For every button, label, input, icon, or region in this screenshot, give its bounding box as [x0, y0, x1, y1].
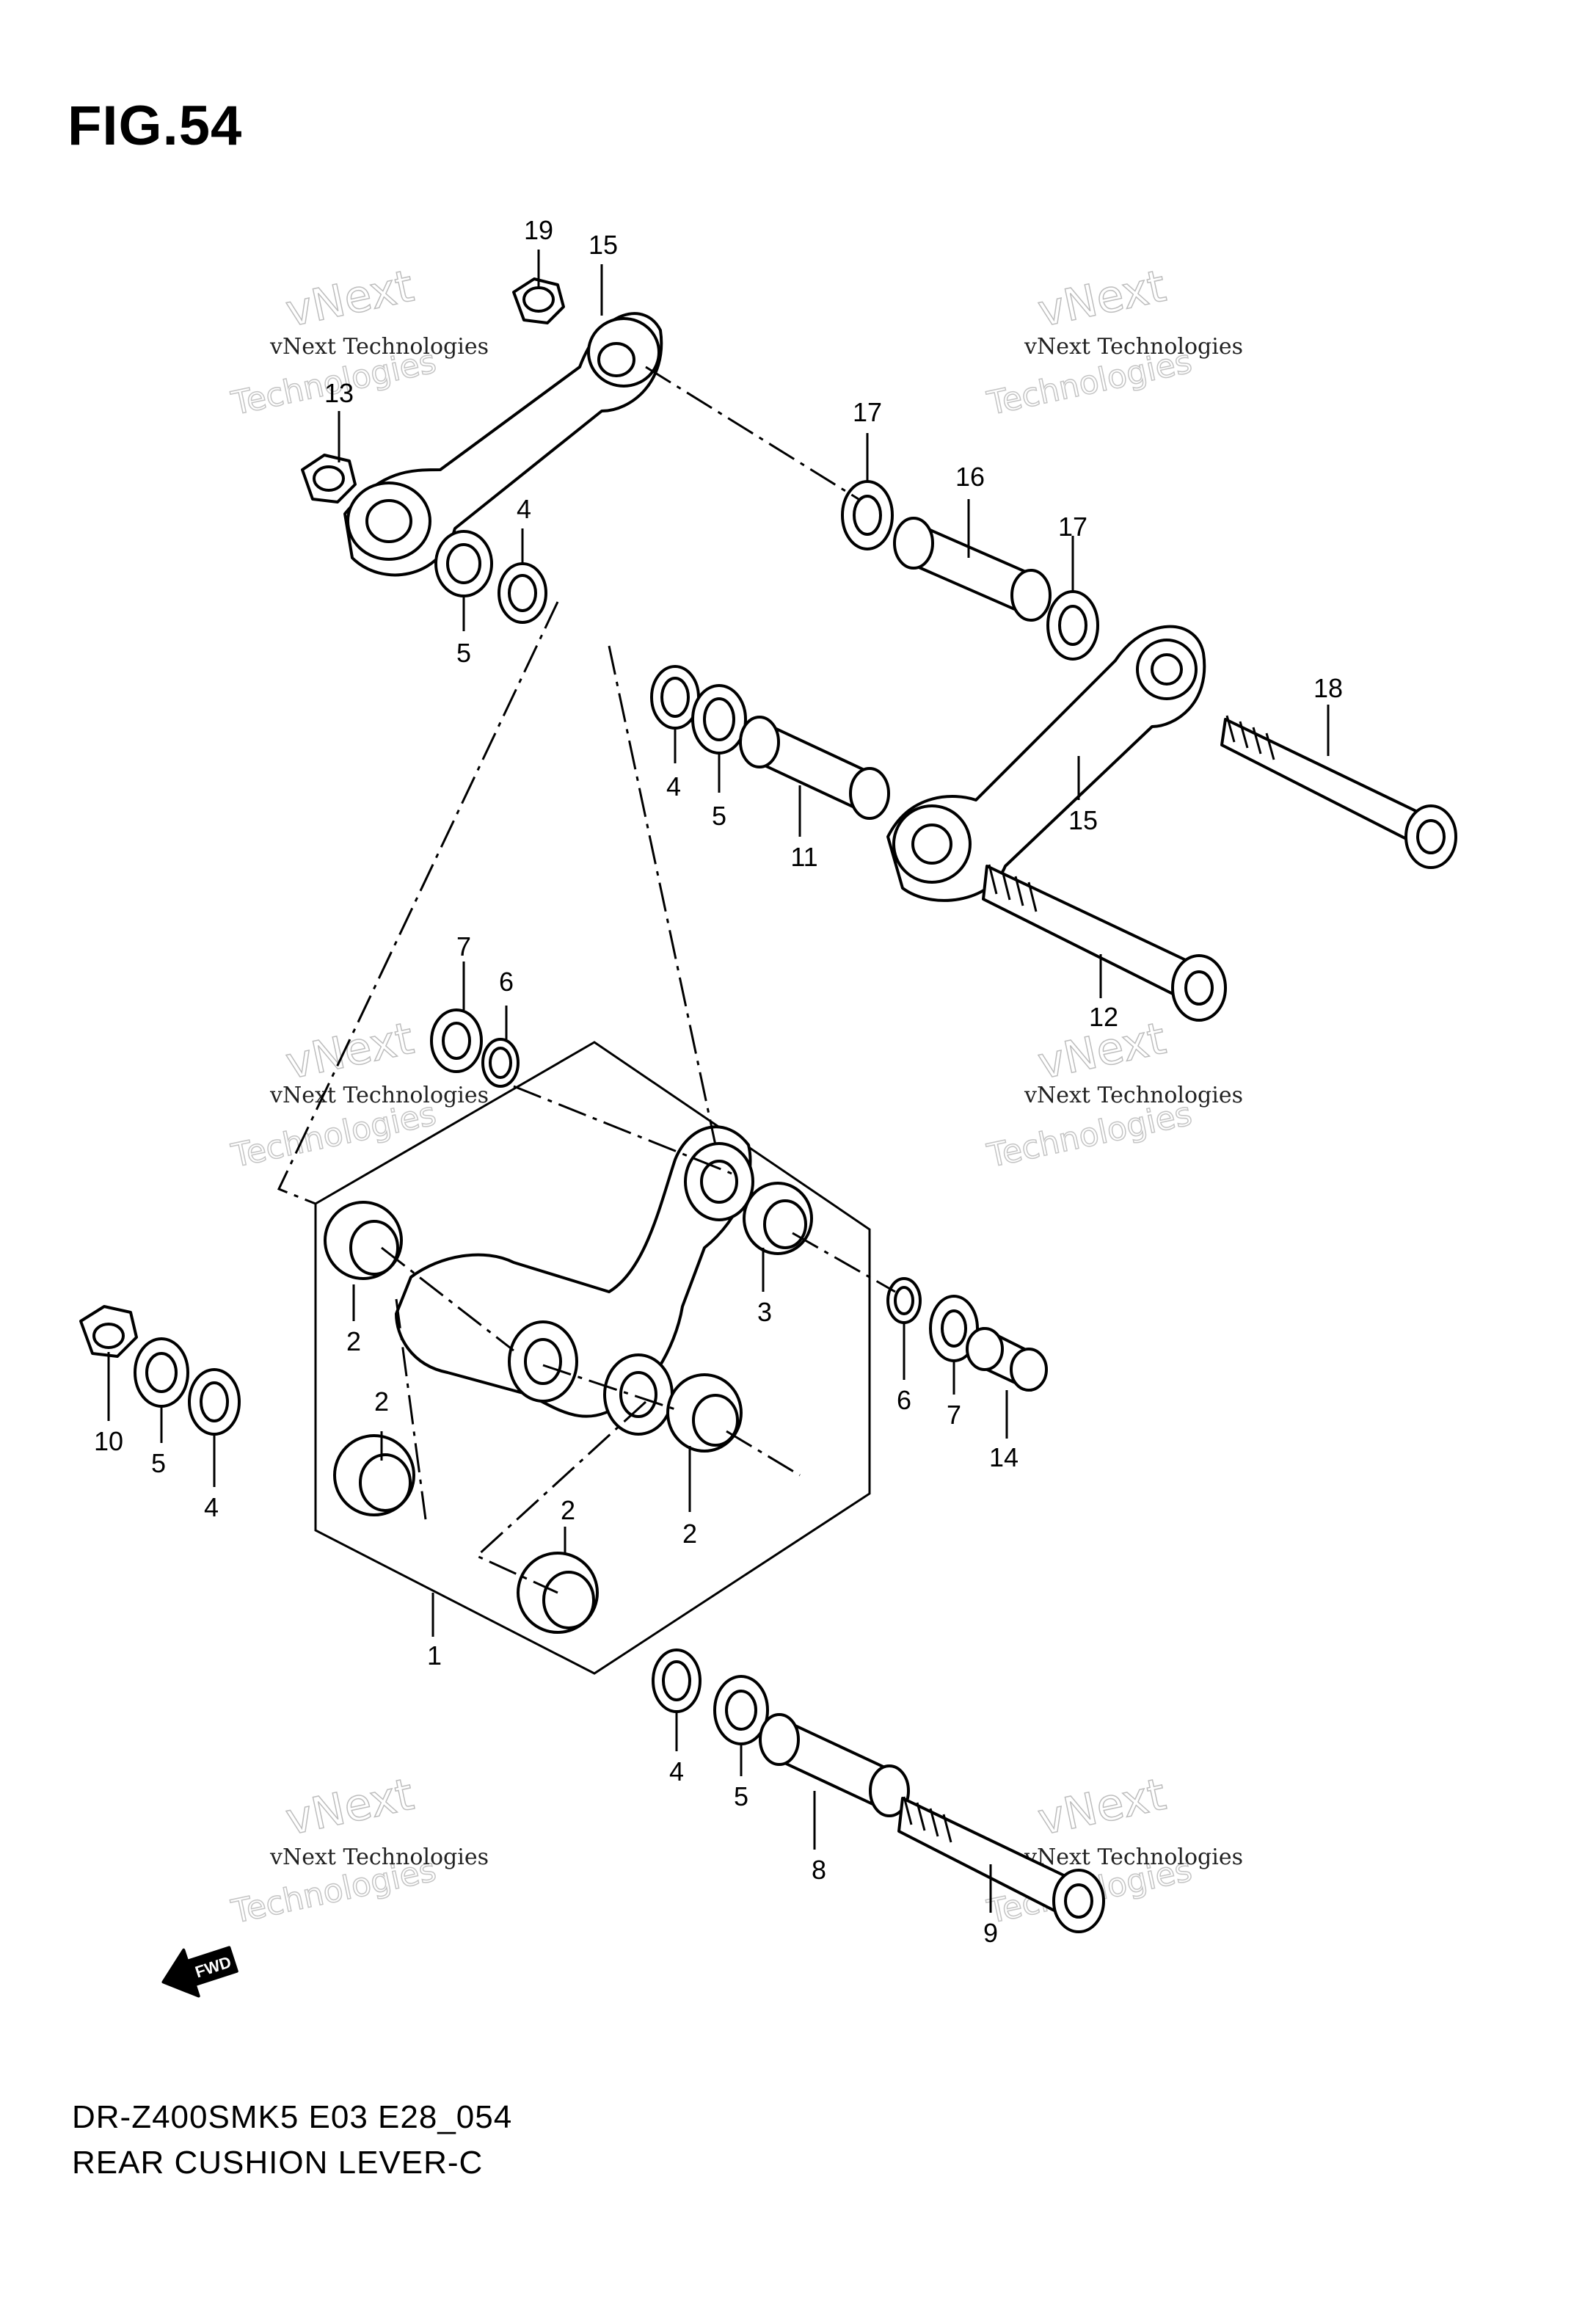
svg-text:vNext: vNext: [282, 261, 418, 338]
watermark-bottom-right: vNext Technologies vNext Technologies: [983, 1768, 1243, 1932]
callout-8: 8: [812, 1855, 826, 1885]
callout-9: 9: [983, 1918, 998, 1948]
callout-2-lower-left: 2: [374, 1386, 389, 1417]
washer-5-mid: [691, 684, 747, 755]
leader-lines: [107, 250, 1330, 1913]
nut-10: [79, 1305, 138, 1358]
link-arm-15-upper: [343, 312, 663, 577]
callout-4-mid: 4: [666, 771, 681, 801]
callout-4-upper: 4: [517, 494, 531, 524]
watermark-mid-right: vNext Technologies vNext Technologies: [983, 1012, 1243, 1176]
svg-text:vNext Technologies: vNext Technologies: [1024, 1844, 1243, 1870]
washer-17-right: [1046, 590, 1099, 661]
callout-11: 11: [790, 842, 817, 872]
seal-4-lower: [652, 1648, 702, 1713]
callout-1: 1: [427, 1640, 442, 1671]
washer-5-upper: [434, 530, 493, 597]
callout-13: 13: [324, 378, 354, 408]
watermark-bottom-left: vNext Technologies vNext Technologies: [227, 1768, 489, 1932]
watermark-top-right: vNext Technologies vNext Technologies: [983, 260, 1243, 423]
link-arm-15-lower: [886, 625, 1206, 902]
bolt-9: [897, 1796, 1105, 1933]
callout-19: 19: [524, 215, 553, 245]
callout-7-top: 7: [456, 931, 471, 961]
svg-text:vNext Technologies: vNext Technologies: [1024, 1083, 1243, 1108]
nut-19: [512, 277, 565, 324]
watermark-top-left: vNext Technologies vNext Technologies: [227, 260, 489, 423]
callout-3: 3: [757, 1297, 772, 1327]
bearing-2-lower-right: [666, 1373, 743, 1453]
callout-4-left: 4: [204, 1492, 219, 1522]
callout-6-top: 6: [499, 967, 514, 997]
callout-2-upper-left: 2: [346, 1326, 361, 1356]
svg-text:vNext Technologies: vNext Technologies: [269, 1083, 489, 1108]
callout-4-lower: 4: [669, 1756, 684, 1786]
spacer-16: [893, 517, 1052, 622]
svg-text:vNext Technologies: vNext Technologies: [269, 334, 489, 360]
seal-6-top: [481, 1038, 520, 1088]
diagram-title: REAR CUSHION LEVER-C: [72, 2145, 484, 2181]
bolt-18: [1220, 715, 1457, 869]
svg-text:vNext: vNext: [282, 1013, 418, 1090]
washer-7-top: [430, 1008, 483, 1073]
seal-4-left: [188, 1368, 241, 1436]
callout-15-upper: 15: [589, 230, 618, 260]
callout-2-lower-right: 2: [682, 1519, 697, 1549]
callout-7-right: 7: [947, 1400, 961, 1430]
callout-2-bottom: 2: [561, 1495, 575, 1525]
bearing-2-upper-left: [324, 1201, 403, 1280]
nut-13: [301, 454, 357, 504]
collar-14: [966, 1327, 1048, 1392]
callout-5-lower: 5: [734, 1781, 748, 1811]
figure-number: FIG.54: [68, 95, 243, 157]
callout-numbers: 19 15 13 4 5 17 16 17 18 4 5 11 15 12 7 …: [94, 215, 1343, 1948]
centerlines: [277, 366, 896, 1594]
washer-7-right: [929, 1295, 979, 1362]
callout-17-left: 17: [853, 397, 882, 427]
callout-14: 14: [989, 1442, 1019, 1472]
callout-12: 12: [1089, 1002, 1118, 1032]
svg-text:vNext: vNext: [282, 1769, 418, 1846]
svg-text:vNext Technologies: vNext Technologies: [1024, 334, 1243, 360]
spacer-11: [739, 716, 890, 820]
callout-17-right: 17: [1058, 512, 1087, 542]
bearing-2-lower-left: [333, 1434, 415, 1516]
svg-text:vNext Technologies: vNext Technologies: [269, 1844, 489, 1870]
seal-6-right: [886, 1277, 922, 1324]
seal-4-upper: [498, 562, 547, 624]
callout-6-right: 6: [897, 1385, 911, 1415]
callout-5-mid: 5: [712, 801, 726, 831]
callout-16: 16: [955, 462, 985, 492]
callout-5-upper: 5: [456, 638, 471, 668]
svg-text:vNext: vNext: [1034, 261, 1170, 338]
forward-direction-arrow: FWD: [161, 1946, 238, 1998]
callout-18: 18: [1313, 673, 1343, 703]
bolt-12: [982, 864, 1227, 1022]
spacer-8: [759, 1713, 910, 1817]
seal-4-mid: [650, 665, 700, 730]
model-code: DR-Z400SMK5 E03 E28_054: [72, 2099, 513, 2135]
washer-17-left: [841, 480, 894, 550]
callout-5-left: 5: [151, 1448, 166, 1478]
callout-10: 10: [94, 1426, 123, 1456]
svg-text:vNext: vNext: [1034, 1769, 1170, 1846]
callout-15-lower: 15: [1068, 805, 1098, 835]
cushion-lever-body: [395, 1125, 754, 1436]
washer-5-left: [134, 1337, 189, 1408]
bearing-3: [743, 1182, 813, 1255]
assembly-boundary-1: [314, 1041, 871, 1675]
washer-5-lower: [713, 1675, 769, 1745]
